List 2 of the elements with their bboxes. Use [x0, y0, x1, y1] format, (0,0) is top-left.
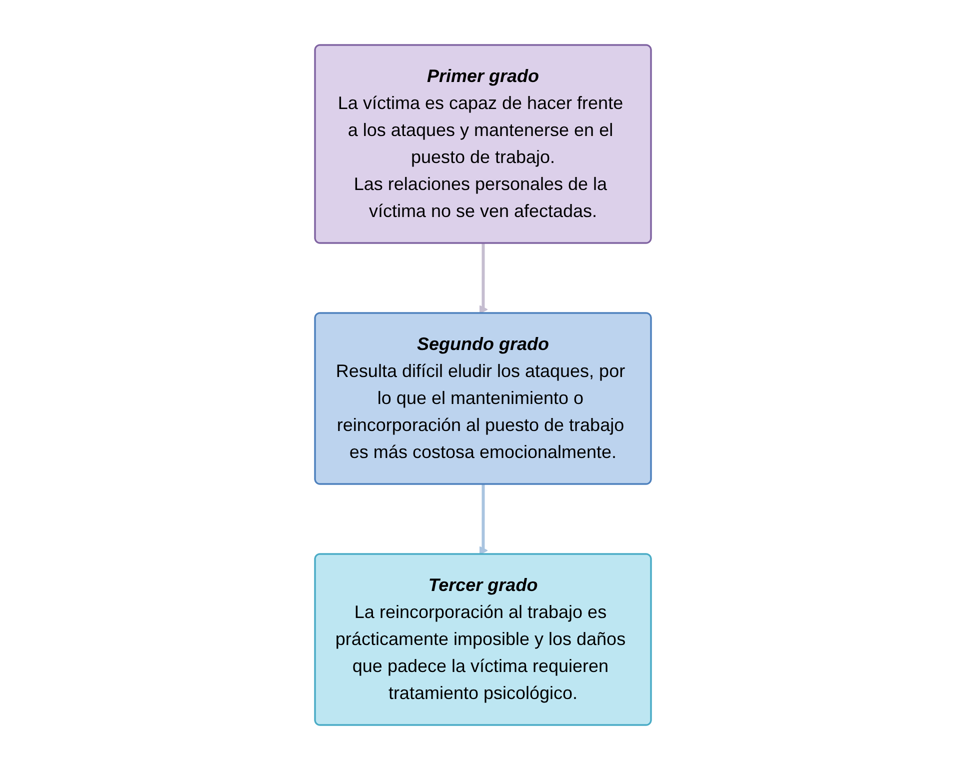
arrow — [478, 483, 488, 555]
arrow — [478, 242, 488, 314]
